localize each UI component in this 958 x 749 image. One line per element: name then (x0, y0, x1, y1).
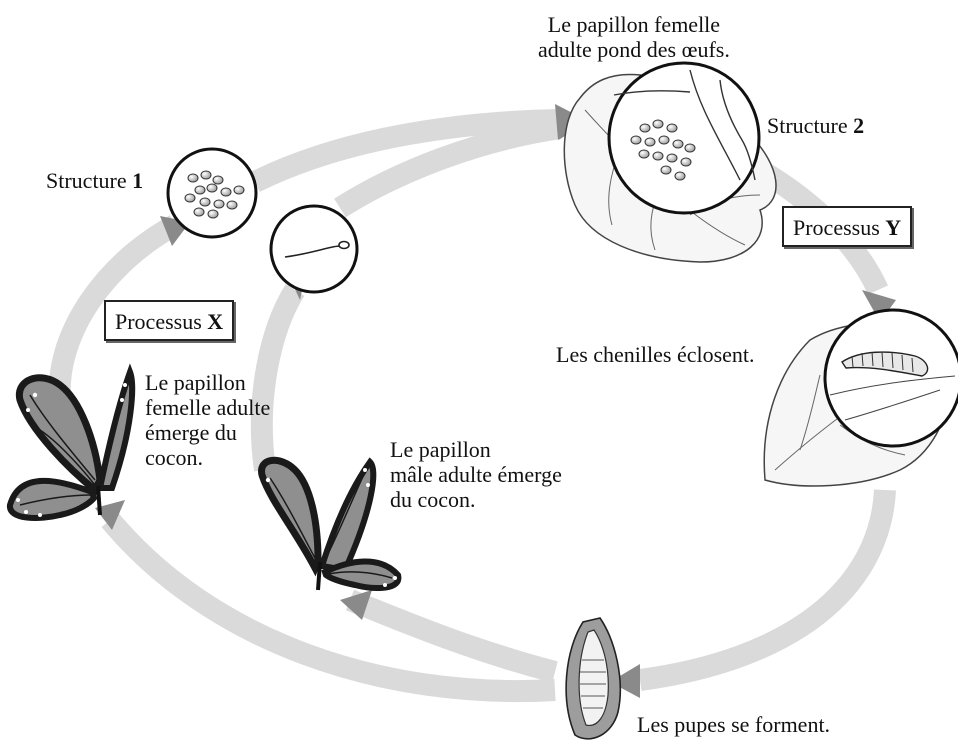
process-x-text: Processus (115, 309, 202, 334)
structure-1-text: Structure (46, 168, 127, 193)
leaf-with-eggs (564, 63, 776, 262)
pupae-form-label: Les pupes se forment. (637, 712, 830, 737)
female-lays-eggs-label: Le papillon femelle adulte pond des œufs… (538, 12, 730, 62)
male-butterfly-icon (262, 460, 399, 590)
process-x-letter: X (207, 309, 223, 334)
leaf-with-caterpillar (764, 310, 958, 486)
female-emerges-line-4: cocon. (145, 445, 270, 470)
female-lays-eggs-line-1: Le papillon femelle (538, 12, 730, 37)
structure-1-number: 1 (132, 168, 143, 193)
structure-2-number: 2 (853, 113, 864, 138)
process-y-box: Processus Y (782, 206, 912, 247)
female-emerges-line-1: Le papillon (145, 370, 270, 395)
process-x-box: Processus X (104, 300, 234, 341)
pupa-icon (566, 618, 620, 739)
process-y-text: Processus (793, 215, 880, 240)
structure-2-label: Structure 2 (767, 113, 864, 138)
female-emerges-label: Le papillon femelle adulte émerge du coc… (145, 370, 270, 470)
female-lays-eggs-line-2: adulte pond des œufs. (538, 37, 730, 62)
female-emerges-line-2: femelle adulte (145, 395, 270, 420)
structure-1-egg-circle (168, 149, 256, 237)
female-butterfly-icon (10, 372, 132, 518)
male-emerges-label: Le papillon mâle adulte émerge du cocon. (390, 437, 562, 512)
arrow-band-pupa-to-male (350, 600, 555, 672)
caterpillars-hatch-label: Les chenilles éclosent. (556, 342, 755, 367)
arrow-band-caterpillar-to-pupa (640, 490, 885, 680)
process-y-letter: Y (885, 215, 901, 240)
female-emerges-line-3: émerge du (145, 420, 270, 445)
structure-2-text: Structure (767, 113, 848, 138)
structure-1-label: Structure 1 (46, 168, 143, 193)
sperm-circle (271, 206, 357, 292)
male-emerges-line-2: mâle adulte émerge (390, 462, 562, 487)
male-emerges-line-1: Le papillon (390, 437, 562, 462)
male-emerges-line-3: du cocon. (390, 487, 562, 512)
